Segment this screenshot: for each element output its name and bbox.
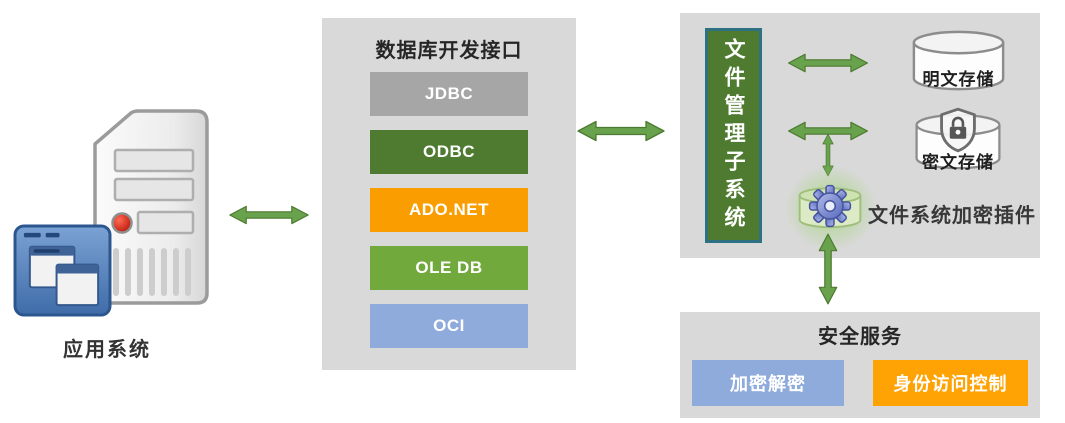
encrypt-decrypt-block: 加密解密 — [692, 360, 844, 406]
plain-storage-cylinder-icon — [912, 30, 1005, 91]
iface-bar-jdbc: JDBC — [370, 72, 528, 116]
iface-bar-oledb: OLE DB — [370, 246, 528, 290]
h-double-arrow-icon — [787, 121, 869, 141]
server-icon — [93, 109, 209, 305]
db-interface-title: 数据库开发接口 — [375, 40, 523, 62]
db-interface-panel: 数据库开发接口 JDBC ODBC ADO.NET OLE DB OCI — [322, 18, 576, 370]
app-windows-icon — [13, 224, 112, 317]
h-double-arrow-icon — [787, 53, 869, 73]
gear-icon — [808, 184, 852, 228]
h-double-arrow-icon — [577, 120, 665, 142]
security-panel: 安全服务 加密解密 身份访问控制 — [680, 312, 1040, 418]
plain-storage-label: 明文存储 — [922, 70, 995, 89]
shield-lock-icon — [940, 107, 976, 153]
plugin-label: 文件系统加密插件 — [868, 205, 1036, 227]
iface-bar-odbc: ODBC — [370, 130, 528, 174]
iface-bar-adonet: ADO.NET — [370, 188, 528, 232]
security-title: 安全服务 — [818, 326, 902, 348]
identity-access-block: 身份访问控制 — [873, 360, 1028, 406]
db-interface-list: JDBC ODBC ADO.NET OLE DB OCI — [370, 72, 528, 348]
app-system-label: 应用系统 — [63, 339, 151, 361]
file-subsystem-label: 文件管理子系统 — [722, 37, 745, 234]
file-subsystem-bar: 文件管理子系统 — [705, 28, 762, 243]
v-double-arrow-icon — [818, 233, 838, 305]
iface-bar-oci: OCI — [370, 304, 528, 348]
file-subsystem-panel: 文件管理子系统 明文存储 密文存储 — [680, 13, 1040, 258]
cipher-storage-label: 密文存储 — [922, 153, 994, 172]
h-double-arrow-icon — [229, 205, 309, 225]
